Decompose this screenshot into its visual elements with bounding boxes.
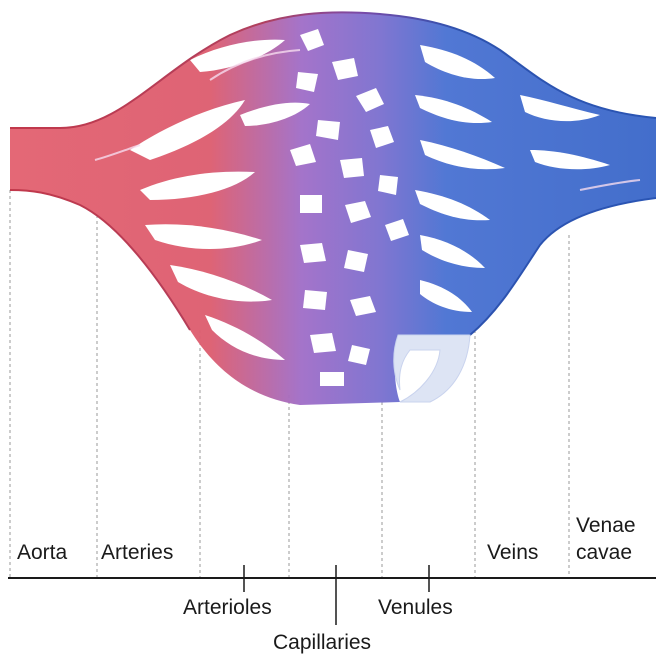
label-veins: Veins (487, 541, 538, 564)
vessel-network (10, 12, 656, 405)
label-aorta: Aorta (17, 541, 68, 564)
label-venae-line1: Venae (576, 514, 636, 537)
label-arterioles: Arterioles (183, 596, 272, 619)
label-venae-line2: cavae (576, 541, 632, 564)
venule-cutaway (394, 335, 470, 402)
label-venules: Venules (378, 596, 453, 619)
label-arteries: Arteries (101, 541, 173, 564)
label-capillaries: Capillaries (273, 631, 371, 654)
